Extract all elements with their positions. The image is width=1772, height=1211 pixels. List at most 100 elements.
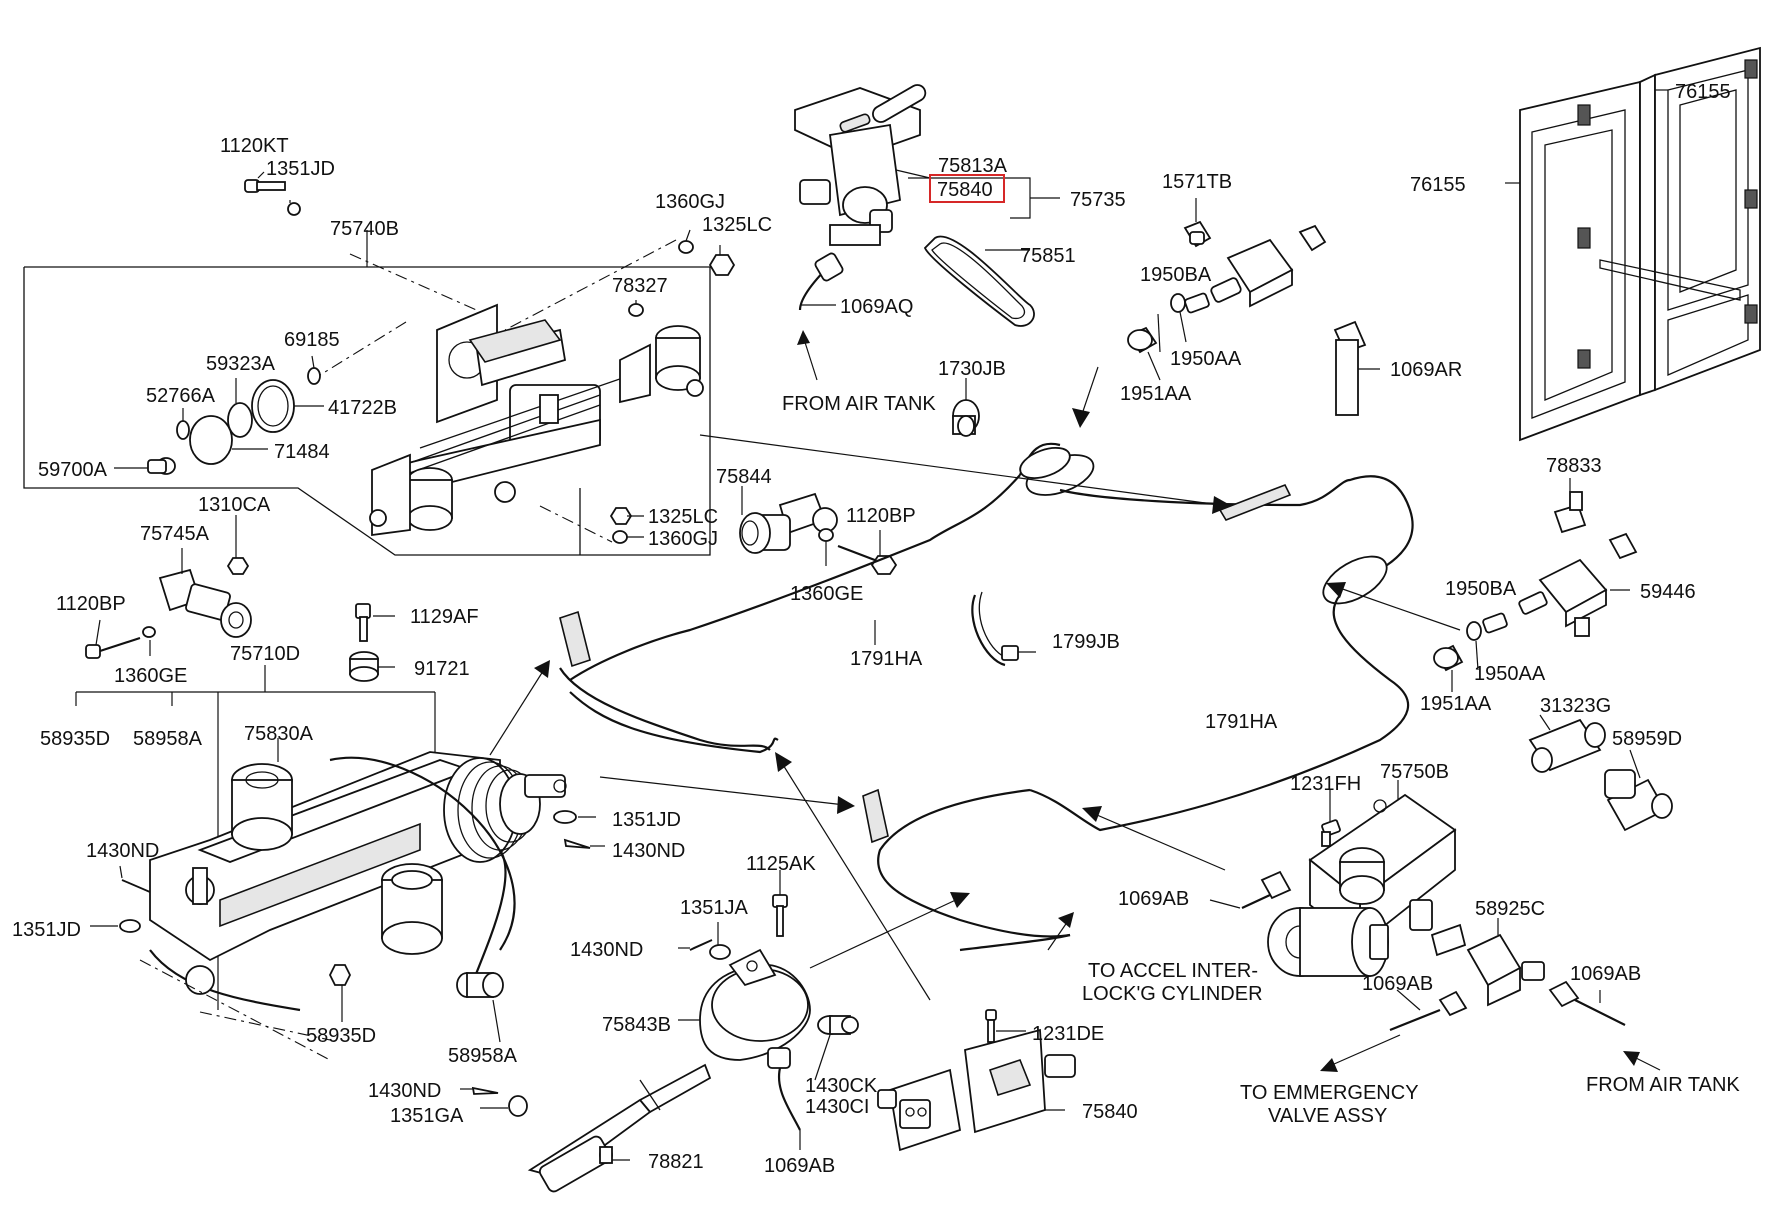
label-1791ha-left: 1791HA <box>850 648 923 670</box>
hose-1069ab-right2 <box>1548 980 1626 1026</box>
pin-1430nd-lower <box>689 939 713 951</box>
label-59446: 59446 <box>1640 581 1696 603</box>
assembly-75740b <box>23 179 736 556</box>
label-1951aa-right: 1951AA <box>1420 693 1492 715</box>
bolt-1129af <box>355 603 371 642</box>
fitting-58925c <box>1466 933 1545 1007</box>
label-91721: 91721 <box>414 658 470 680</box>
nut-1310ca <box>226 557 250 575</box>
label-1360ge-left: 1360GE <box>114 665 187 687</box>
valve-75840-bot <box>877 1009 1076 1152</box>
note-to-accel-line1: TO ACCEL INTER- <box>1088 960 1258 982</box>
label-1351jd-mid: 1351JD <box>612 809 681 831</box>
label-76155-right: 76155 <box>1675 81 1731 103</box>
bolt-1125ak <box>772 894 788 937</box>
label-1069ab-right2: 1069AB <box>1570 963 1641 985</box>
label-75813a: 75813A <box>938 155 1008 177</box>
nut-1325lc-mid <box>609 507 633 525</box>
belt-75851 <box>923 235 1035 327</box>
label-76155-left: 76155 <box>1410 174 1466 196</box>
grommet-1730jb <box>952 399 980 437</box>
label-1360gj-mid: 1360GJ <box>648 528 718 550</box>
note-to-emergency-line1: TO EMMERGENCY <box>1240 1082 1419 1104</box>
label-1351jd-top: 1351JD <box>266 158 335 180</box>
label-75843b: 75843B <box>602 1014 671 1036</box>
label-75840-top: 75840 <box>937 179 993 201</box>
ring-52766a <box>176 420 190 440</box>
label-1360ge-mid: 1360GE <box>790 583 863 605</box>
label-1310ca: 1310CA <box>198 494 271 516</box>
label-71484: 71484 <box>274 441 330 463</box>
fitting-31323g <box>1528 718 1606 773</box>
label-58958a-top: 58958A <box>133 728 203 750</box>
nut-58935d-bot <box>328 964 352 986</box>
label-1730jb: 1730JB <box>938 358 1006 380</box>
label-1950ba-top: 1950BA <box>1140 264 1212 286</box>
label-1360gj-top: 1360GJ <box>655 191 725 213</box>
nut-1951aa-top <box>1127 326 1158 354</box>
label-75830a: 75830A <box>244 723 314 745</box>
bolt-1231fh <box>1321 819 1341 847</box>
label-75745a: 75745A <box>140 523 210 545</box>
label-75851: 75851 <box>1020 245 1076 267</box>
label-1950aa-top: 1950AA <box>1170 348 1242 370</box>
label-1951aa-top: 1951AA <box>1120 383 1192 405</box>
ring-69185 <box>307 367 321 385</box>
valve-75750b <box>1267 793 1467 977</box>
note-from-air-tank-bot: FROM AIR TANK <box>1586 1074 1740 1096</box>
label-1430nd-bot: 1430ND <box>368 1080 441 1102</box>
washer-1360ge-mid <box>818 528 834 542</box>
label-1791ha-right: 1791HA <box>1205 711 1278 733</box>
label-1430nd-mid: 1430ND <box>612 840 685 862</box>
washer-1360gj-top <box>678 240 694 254</box>
label-1571tb: 1571TB <box>1162 171 1232 193</box>
highlight-box-75840 <box>929 174 1005 203</box>
label-1069ab-bot: 1069AB <box>764 1155 835 1177</box>
nut-1325lc-top <box>708 254 736 276</box>
ring-1950ba-right <box>1466 621 1482 641</box>
label-1351ga: 1351GA <box>390 1105 464 1127</box>
label-78327: 78327 <box>612 275 668 297</box>
label-78821: 78821 <box>648 1151 704 1173</box>
part-labels: 1120KT 1351JD 75740B 1360GJ 1325LC 78327… <box>12 81 1740 1177</box>
label-58959d: 58959D <box>1612 728 1682 750</box>
bolt-1120kt <box>244 179 301 216</box>
hose-1069ab-right <box>1389 990 1468 1032</box>
label-1430ck: 1430CK <box>805 1075 878 1097</box>
bolt-1120bp-left <box>85 636 141 659</box>
label-1430nd-left: 1430ND <box>86 840 159 862</box>
hose-1069ab-mid <box>1241 870 1292 909</box>
label-41722b: 41722B <box>328 397 397 419</box>
label-58925c: 58925C <box>1475 898 1545 920</box>
washer-1351ja <box>709 944 731 960</box>
label-1430ci: 1430CI <box>805 1096 870 1118</box>
label-58935d-bot: 58935D <box>306 1025 376 1047</box>
ring-1950ba-top <box>1170 293 1186 313</box>
valve-75735 <box>794 84 1060 381</box>
strap-1799jb <box>971 591 1019 667</box>
label-1950ba-right: 1950BA <box>1445 578 1517 600</box>
fitting-75745a <box>85 557 252 659</box>
clip-2 <box>559 610 591 668</box>
label-75710d: 75710D <box>230 643 300 665</box>
label-58935d-top: 58935D <box>40 728 110 750</box>
cap-1571tb <box>1183 220 1212 248</box>
pin-1430nd-left <box>121 879 151 893</box>
label-69185: 69185 <box>284 329 340 351</box>
label-1325lc-mid: 1325LC <box>648 506 718 528</box>
label-1129af: 1129AF <box>410 606 479 628</box>
washer-78327 <box>628 303 644 317</box>
note-to-emergency-line2: VALVE ASSY <box>1268 1105 1387 1127</box>
label-1069ab-mid: 1069AB <box>1118 888 1189 910</box>
cylinder-75843b <box>527 948 859 1193</box>
washer-1351jd-mid <box>553 810 577 824</box>
label-75750b: 75750B <box>1380 761 1449 783</box>
label-1351ja: 1351JA <box>680 897 748 919</box>
plug-59700a <box>147 457 176 475</box>
label-1231fh: 1231FH <box>1290 773 1361 795</box>
label-1120bp-left: 1120BP <box>56 593 126 615</box>
label-1325lc-top: 1325LC <box>702 214 772 236</box>
nut-1951aa-right <box>1433 644 1464 672</box>
grommet-91721 <box>349 651 379 682</box>
